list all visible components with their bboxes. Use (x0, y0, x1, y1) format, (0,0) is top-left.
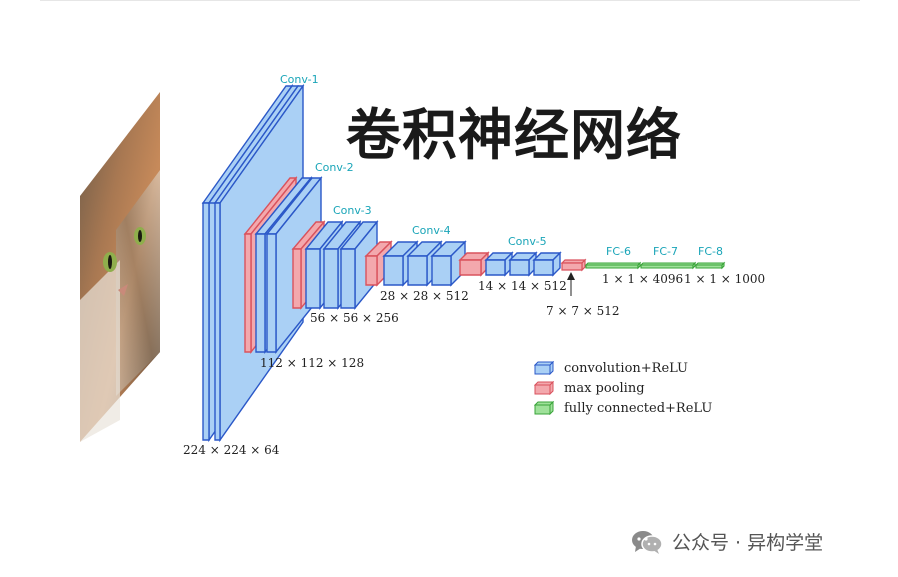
watermark: 公众号 · 异构学堂 (630, 528, 823, 555)
fc8-block (694, 261, 726, 270)
top-divider (40, 0, 860, 1)
conv3-block (304, 220, 379, 310)
dim-label-1000: 1 × 1 × 1000 (684, 272, 766, 286)
dim-label-4096: 1 × 1 × 4096 (602, 272, 684, 286)
legend-label-conv: convolution+ReLU (564, 360, 689, 376)
conv5-block (484, 251, 562, 277)
stage-label-conv2: Conv-2 (315, 161, 354, 174)
dim-label-14: 14 × 14 × 512 (478, 279, 567, 293)
legend-item-pool: max pooling (534, 378, 712, 398)
dim-label-7: 7 × 7 × 512 (546, 304, 620, 318)
dim-label-224: 224 × 224 × 64 (183, 443, 280, 457)
stage-label-fc6: FC-6 (606, 245, 631, 258)
dim-label-28: 28 × 28 × 512 (380, 289, 469, 303)
wechat-icon (632, 530, 663, 554)
legend-label-fc: fully connected+ReLU (564, 400, 713, 416)
pool4-block (458, 251, 490, 277)
legend-item-fc: fully connected+ReLU (534, 398, 712, 418)
legend: convolution+ReLU max pooling fully conne… (534, 358, 712, 418)
fc7-block (639, 261, 697, 270)
legend-item-conv: convolution+ReLU (534, 358, 712, 378)
input-image (80, 92, 160, 442)
legend-swatch-conv (534, 361, 554, 375)
conv4-block (382, 240, 467, 287)
legend-swatch-pool (534, 381, 554, 395)
dim-label-56: 56 × 56 × 256 (310, 311, 399, 325)
watermark-text: 公众号 · 异构学堂 (672, 532, 824, 554)
dim-label-112: 112 × 112 × 128 (260, 356, 365, 370)
stage-label-conv1: Conv-1 (280, 73, 319, 86)
pool5-arrow (567, 272, 575, 296)
legend-label-pool: max pooling (564, 380, 645, 396)
stage-label-conv4: Conv-4 (412, 224, 451, 237)
stage-label-fc8: FC-8 (698, 245, 723, 258)
diagram-title: 卷积神经网络 (346, 103, 683, 167)
pool5-block (560, 258, 587, 272)
fc6-block (584, 261, 642, 270)
stage-label-conv5: Conv-5 (508, 235, 547, 248)
stage-label-conv3: Conv-3 (333, 204, 372, 217)
stage-label-fc7: FC-7 (653, 245, 678, 258)
legend-swatch-fc (534, 401, 554, 415)
